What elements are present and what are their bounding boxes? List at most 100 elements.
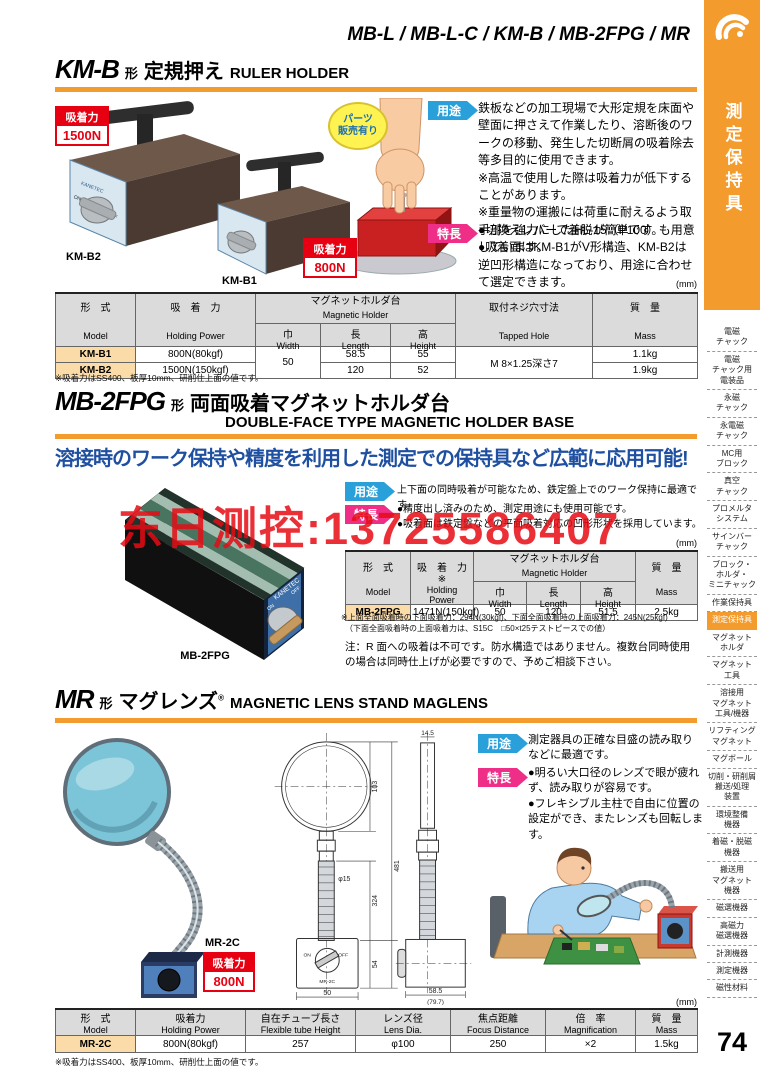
kmb-title-en: RULER HOLDER	[229, 65, 350, 82]
svg-text:103: 103	[372, 781, 379, 793]
table-row: MR-2C 800N(80kgf) 257 φ100 250 ×2 1.5kg	[55, 1035, 698, 1053]
kmb-footnote: ※吸着力はSS400、板厚10mm、研削仕上面の値です。	[55, 373, 264, 383]
mr-footnote: ※吸着力はSS400、板厚10mm、研削仕上面の値です。	[55, 1057, 264, 1067]
mr-uses-text: 測定器具の正確な目盛の読み取りなどに最適です。	[528, 734, 693, 762]
kmb-uses-text: 鉄板などの加工現場で大形定規を床面や壁面に押さえて作業したり、溶断後のワークの移…	[478, 101, 695, 255]
mb2fpg-title-en: DOUBLE-FACE TYPE MAGNETIC HOLDER BASE	[225, 414, 575, 431]
kmb-product-illustration: KANETEC ON OFF KM-B2 KM-B1	[66, 98, 457, 287]
sidebar-item: 環境整備 機器	[707, 807, 757, 835]
table-row: KM-B2 1500N(150kgf) 120 52 1.9kg	[55, 361, 699, 379]
svg-text:481: 481	[394, 860, 401, 872]
sidebar-item: 磁性材料	[707, 980, 757, 998]
mb2fpg-unit-note: (mm)	[676, 538, 697, 548]
sidebar-item: 磁選機器	[707, 900, 757, 918]
kanetec-logo-icon	[715, 14, 749, 40]
svg-text:54: 54	[372, 960, 379, 968]
kmb2-label: KM-B2	[66, 251, 101, 263]
kmb2-product: KANETEC ON OFF KM-B2	[66, 101, 240, 263]
mb2fpg-orange-rule	[55, 434, 697, 439]
sidebar-item: 作業保持具	[707, 595, 757, 613]
svg-text:58.5: 58.5	[429, 988, 443, 995]
kmb-orange-rule	[55, 87, 697, 92]
svg-text:OFF: OFF	[338, 952, 348, 958]
svg-text:MR-2C: MR-2C	[319, 979, 335, 985]
mb2fpg-note: 注：R 面への吸着は不可です。防水構造ではありません。複数台同時使用の場合は同時…	[345, 641, 691, 668]
mb2fpg-uses-label: 用途	[345, 482, 395, 501]
kmb2-power-badge: 吸着力 1500N	[55, 106, 109, 146]
mb2fpg-top-stripes	[125, 488, 305, 601]
mr-features-text: ●明るい大口径のレンズで眼が疲れず、読み取りが容易です。 ●フレキシブル主柱で自…	[528, 767, 704, 841]
sidebar-item: プロメルタ システム	[707, 501, 757, 529]
parts-available-badge: パーツ 販売有り	[328, 102, 388, 150]
svg-text:324: 324	[372, 895, 379, 907]
page-number: 74	[716, 1027, 748, 1057]
mb2fpg-features-label: 特長	[345, 505, 395, 524]
mb2fpg-headline: 溶接時のワーク保持や精度を利用した測定での保持具など広範に応用可能!	[55, 448, 689, 470]
kmb-unit-note: (mm)	[676, 279, 697, 289]
kmb-features-label: 特長	[428, 224, 478, 243]
kmb-title-jp: 定規押え	[143, 61, 224, 83]
svg-text:ON: ON	[266, 603, 276, 613]
header-model-list: MB-L / MB-L-C / KM-B / MB-2FPG / MR	[347, 24, 690, 45]
mr2c-dimension-drawing: 103 324 54 481 φ15 50 14.5 58.5 (79.7) O…	[274, 730, 472, 1005]
mr2c-label: MR-2C	[205, 937, 240, 949]
mr2c-product-photo: MR-2C	[63, 738, 240, 998]
sidebar-item: マグボール	[707, 751, 757, 769]
mb2fpg-footnote-1: ※上面全面吸着時の下面吸着力：294N(30kgf)、下面全面吸着時の上面吸着力…	[341, 613, 668, 622]
mb2fpg-features-text: ●精度出し済みのため、測定用途にも使用可能です。 ●吸着面は鉄定盤などの平面吸着…	[397, 504, 702, 530]
sidebar-tab-title: 測定保持具	[722, 102, 742, 217]
mb2fpg-product-label: MB-2FPG	[180, 650, 230, 662]
watermark-overlay: 东日测控:13725586407	[118, 503, 621, 554]
sidebar-item: マグネット ホルダ	[707, 630, 757, 658]
sidebar-item: 着磁・脱磁 機器	[707, 834, 757, 863]
sidebar-item: 永電磁 チャック	[707, 418, 757, 446]
sidebar-item: 永磁 チャック	[707, 390, 757, 418]
svg-text:50: 50	[323, 990, 331, 997]
registered-mark: ®	[218, 693, 224, 703]
mr-orange-rule	[55, 718, 697, 723]
mb2fpg-uses-text: 上下面の同時吸着が可能なため、鉄定盤上でのワーク保持に最適です。	[397, 485, 697, 511]
sidebar-category-tab: 測定保持具	[704, 0, 760, 310]
sidebar-item: 真空 チャック	[707, 473, 757, 502]
mb2fpg-title-jp: 両面吸着マグネットホルダ台	[190, 393, 451, 415]
mr-uses-label: 用途	[478, 734, 528, 753]
svg-text:ON: ON	[303, 952, 311, 958]
svg-text:OFF: OFF	[290, 585, 302, 596]
sidebar-item: 測定機器	[707, 963, 757, 981]
sidebar-item: 測定保持具	[707, 612, 757, 630]
sidebar-item: サインバー チャック	[707, 529, 757, 557]
sidebar-item: 電磁 チャック	[707, 324, 757, 352]
sidebar-item: マグネット 工具	[707, 657, 757, 686]
sidebar-item: 切削・研削屑 搬送/処理 装置	[707, 769, 757, 807]
kmb1-label: KM-B1	[222, 275, 257, 287]
sidebar-category-list: 電磁 チャック 電磁 チャック用 電装品 永磁 チャック 永電磁 チャック MC…	[707, 324, 757, 998]
mb2fpg-product-illustration: KANETEC ON OFF	[125, 488, 305, 660]
svg-text:ON: ON	[73, 194, 83, 202]
sidebar-item: 搬送用 マグネット 機器	[707, 862, 757, 901]
sidebar-item: 高磁力 磁選機器	[707, 918, 757, 946]
sidebar-item: 電磁 チャック用 電装品	[707, 352, 757, 390]
sidebar-item: 計測機器	[707, 946, 757, 963]
sidebar-item: リフティング マグネット	[707, 723, 757, 752]
mr-unit-note: (mm)	[676, 997, 697, 1007]
kmb-uses-label: 用途	[428, 101, 478, 120]
mr2c-power-badge: 吸着力 800N	[203, 952, 255, 992]
sidebar-item: MC用 ブロック	[707, 446, 757, 474]
kmb-features-text: ●切換えレバーで着脱が簡単です。 ●吸着面はKM-B1がV形構造、KM-B2は逆…	[478, 223, 693, 290]
sidebar-item: 溶接用 マグネット 工具/機器	[707, 685, 757, 724]
hand-illustration	[339, 98, 457, 275]
mr-model-name: MR	[55, 684, 94, 714]
table-row: MB-2FPG 1471N(150kgf) 50 120 51.5 2.5kg	[345, 603, 699, 621]
svg-text:14.5: 14.5	[421, 730, 434, 737]
mr-features-label: 特長	[478, 768, 528, 787]
sidebar-item: ブロック・ ホルダ・ ミニチャック	[707, 557, 757, 595]
sidebar: 測定保持具 電磁 チャック 電磁 チャック用 電装品 永磁 チャック 永電磁 チ…	[704, 0, 760, 1074]
mb2fpg-model-name: MB-2FPG	[55, 386, 166, 416]
